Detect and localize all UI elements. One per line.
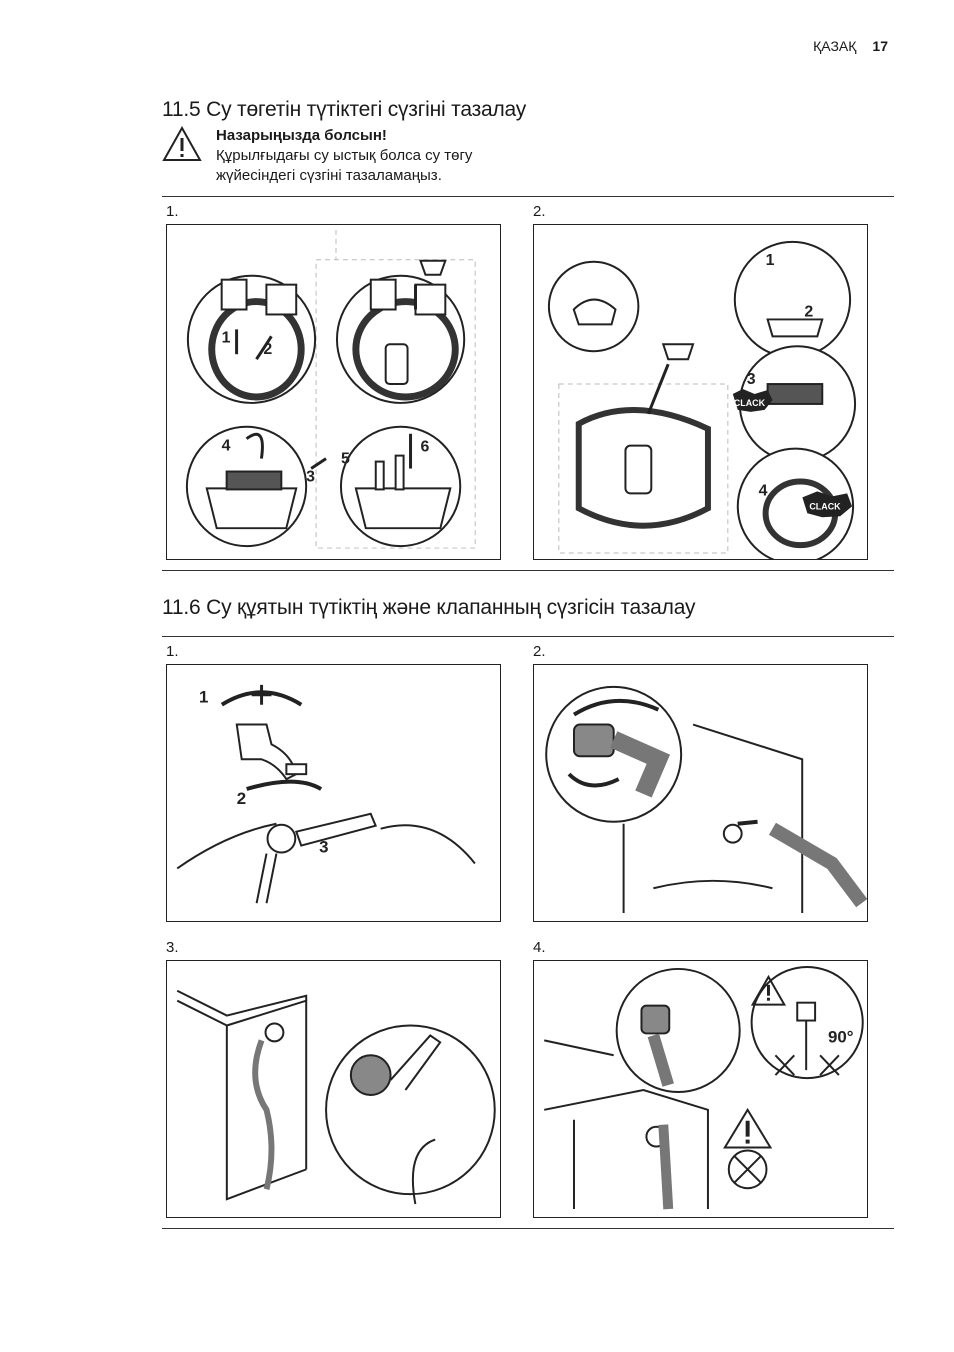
callout-4: 4 xyxy=(222,438,231,455)
step-label: 2. xyxy=(533,203,546,220)
step-label: 3. xyxy=(166,939,179,956)
warning-line-2: жүйесіндегі сүзгіні тазаламаңыз. xyxy=(216,167,442,184)
angle-label: 90° xyxy=(828,1027,854,1046)
step-label: 2. xyxy=(533,643,546,660)
divider xyxy=(162,196,894,197)
illustration-drain-filter-rinse-refit: 1 2 3 4 CLACK CLACK xyxy=(533,224,868,560)
warning-box: Назарыңызда болсын! Құрылғыдағы су ыстық… xyxy=(162,126,472,186)
warning-title: Назарыңызда болсын! xyxy=(216,127,387,144)
divider xyxy=(162,636,894,637)
page-header: ҚАЗАҚ 17 xyxy=(813,38,888,54)
rotate-arrow-icon xyxy=(220,690,323,791)
callout-2: 2 xyxy=(263,341,272,358)
warning-triangle-icon xyxy=(723,974,787,1149)
step-label: 1. xyxy=(166,643,179,660)
callout-1: 1 xyxy=(222,329,231,346)
illustration-hose-reconnect: 90° xyxy=(533,960,868,1218)
no-heat-icon xyxy=(727,1149,768,1190)
step-label: 4. xyxy=(533,939,546,956)
section-11-5-title: 11.5 Су төгетін түтіктегі сүзгіні тазала… xyxy=(162,98,526,122)
arrow-icon xyxy=(235,284,417,470)
callout-1: 1 xyxy=(766,252,775,269)
clack-label: CLACK xyxy=(734,398,766,408)
arrow-icon xyxy=(646,363,670,415)
rotate-arrow-icon xyxy=(567,698,758,826)
callout-2: 2 xyxy=(804,303,813,320)
callout-6: 6 xyxy=(420,439,429,456)
clack-burst-icon: CLACK CLACK xyxy=(732,389,853,518)
warning-line-1: Құрылғыдағы су ыстық болса су төгу xyxy=(216,147,473,164)
callout-4: 4 xyxy=(759,482,768,499)
section-number: 11.5 xyxy=(162,98,201,121)
section-heading: Су төгетін түтіктегі сүзгіні тазалау xyxy=(206,98,527,121)
step-label: 1. xyxy=(166,203,179,220)
section-heading: Су құятын түтіктің және клапанның сүзгіс… xyxy=(206,596,696,619)
clack-label: CLACK xyxy=(809,501,841,511)
language-label: ҚАЗАҚ xyxy=(813,38,857,54)
callout-5: 5 xyxy=(341,451,350,468)
callout-3: 3 xyxy=(319,838,328,857)
section-number: 11.6 xyxy=(162,596,201,619)
divider xyxy=(162,1228,894,1229)
page-number: 17 xyxy=(872,38,888,54)
section-11-6-title: 11.6 Су құятын түтіктің және клапанның с… xyxy=(162,596,695,620)
callout-1: 1 xyxy=(199,688,208,707)
callout-2: 2 xyxy=(237,789,246,808)
illustration-hose-unscrew-from-machine xyxy=(533,664,868,922)
callout-3: 3 xyxy=(306,468,315,485)
illustration-inlet-hose-clean: 1 2 3 xyxy=(166,664,501,922)
illustration-valve-filter-clean xyxy=(166,960,501,1218)
warning-triangle-icon xyxy=(162,126,202,161)
illustration-drain-filter-removal: 1 2 4 3 5 6 xyxy=(166,224,501,560)
callout-3: 3 xyxy=(747,371,756,388)
divider xyxy=(162,570,894,571)
